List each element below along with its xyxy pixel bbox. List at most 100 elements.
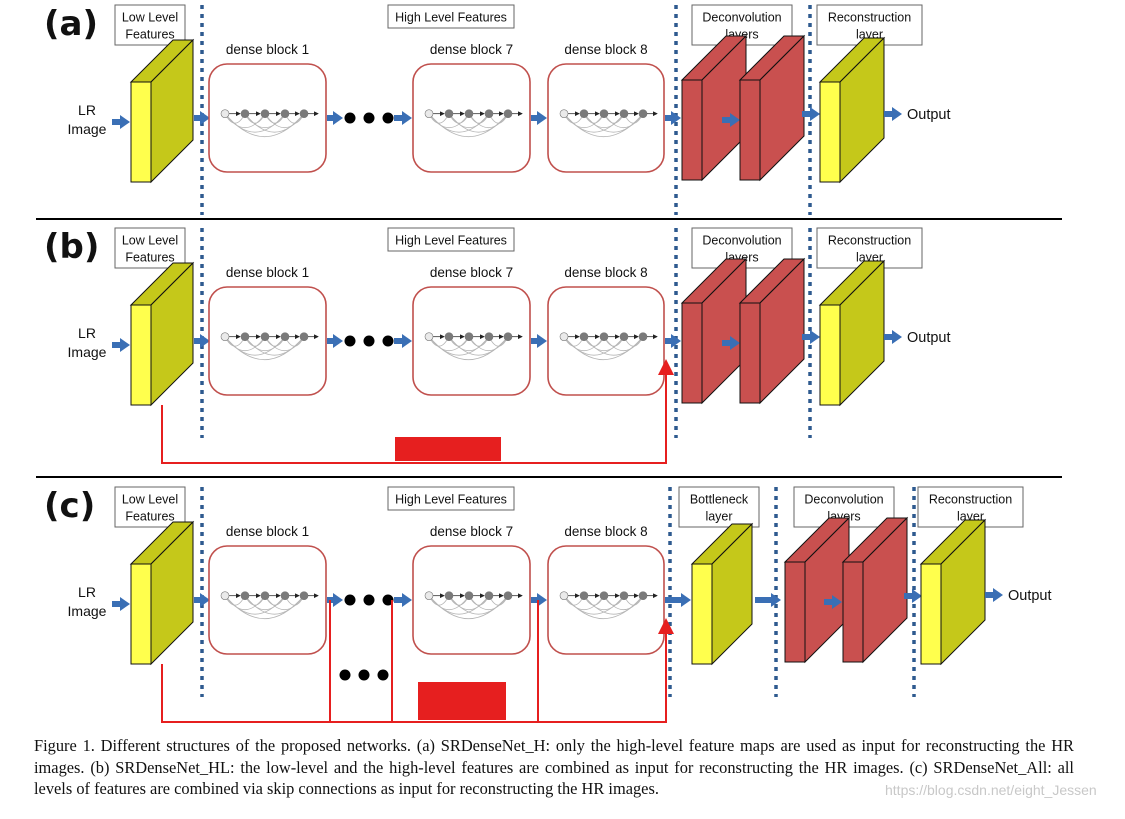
reconstruction-layer [818, 259, 886, 407]
dense-block-label: dense block 8 [564, 265, 647, 280]
network-node [464, 591, 474, 600]
block-arrow [665, 593, 691, 607]
network-node [280, 109, 290, 118]
figure-caption: Figure 1. Different structures of the pr… [34, 736, 1074, 798]
block-arrow [394, 593, 412, 607]
dense-block-7: dense block 7 [412, 42, 531, 173]
network-node [619, 332, 629, 341]
input-label: Image [68, 121, 107, 137]
input-label: LR [78, 325, 96, 341]
dense-block-label: dense block 7 [430, 42, 513, 57]
low-level-features-box-text: Low Level [122, 11, 178, 25]
deconvolution-layer-2 [841, 516, 909, 664]
low-level-features-box-text: Low Level [122, 234, 178, 248]
dense-block-8-frame [547, 286, 665, 396]
output-arrow [884, 330, 902, 344]
network-node [260, 591, 270, 600]
dense-block-label: dense block 1 [226, 42, 309, 57]
dense-block-label: dense block 8 [564, 42, 647, 57]
network-node [579, 332, 589, 341]
deconvolution-layer-1 [680, 34, 748, 182]
high-level-features-box-frame [387, 4, 515, 29]
network-node [240, 591, 250, 600]
block-arrow [531, 111, 547, 125]
dense-block-8: dense block 8 [547, 265, 665, 396]
dense-block-8-frame [547, 545, 665, 655]
network-node [638, 591, 648, 600]
reconstruction-box-text: Reconstruction [828, 234, 911, 248]
output-label: Output [907, 107, 951, 123]
ellipsis-dots [344, 335, 394, 347]
dense-block-1: dense block 1 [208, 524, 327, 655]
bottleneck-arrow [755, 593, 781, 607]
deconv-arrow [802, 107, 820, 121]
block-arrow [327, 334, 343, 348]
network-node [484, 332, 494, 341]
deconvolution-box-text: Deconvolution [702, 234, 781, 248]
deconvolution-layer-2 [738, 257, 806, 405]
network-node [579, 591, 589, 600]
dense-block-7: dense block 7 [412, 524, 531, 655]
dense-block-label: dense block 8 [564, 524, 647, 539]
deconvolution-layer-2 [738, 34, 806, 182]
skip-connection-label-bg [395, 437, 501, 461]
low-level-feature-map [129, 261, 195, 407]
input-label: LR [78, 584, 96, 600]
network-node [503, 591, 513, 600]
dense-skip-connection-path [161, 618, 674, 723]
network-node [484, 591, 494, 600]
block-arrow [394, 334, 412, 348]
deconv-arrow [802, 330, 820, 344]
network-node [464, 332, 474, 341]
bottleneck-box-frame [678, 486, 760, 528]
input-label: Image [68, 603, 107, 619]
output-label: Output [907, 330, 951, 346]
ellipsis-dots-lower [339, 669, 389, 681]
block-arrow [394, 111, 412, 125]
network-node [503, 332, 513, 341]
network-node [599, 109, 609, 118]
network-node [260, 109, 270, 118]
bottleneck-layer [690, 522, 754, 666]
low-level-features-box-frame [114, 4, 186, 46]
network-node [299, 591, 309, 600]
deconvolution-layer-1 [783, 516, 851, 664]
low-level-features-box-frame [114, 227, 186, 269]
network-node [619, 591, 629, 600]
network-node [638, 332, 648, 341]
dense-block-8: dense block 8 [547, 42, 665, 173]
block-arrow [531, 593, 547, 607]
low-level-features-box-text: Features [125, 251, 174, 265]
input-label: LR [78, 102, 96, 118]
dense-block-8: dense block 8 [547, 524, 665, 655]
high-level-features-box: High Level Features [387, 486, 515, 511]
network-node [280, 332, 290, 341]
network-node [638, 109, 648, 118]
deconvolution-box-text: Deconvolution [804, 493, 883, 507]
dense-block-7: dense block 7 [412, 265, 531, 396]
network-node [240, 109, 250, 118]
panel-letter: (c) [44, 486, 95, 526]
network-node [220, 109, 230, 118]
low-level-feature-map [129, 38, 195, 184]
network-node [559, 591, 569, 600]
deconv-arrow [904, 589, 922, 603]
reconstruction-box-text: Reconstruction [828, 11, 911, 25]
network-node [299, 332, 309, 341]
dense-block-label: dense block 7 [430, 265, 513, 280]
network-node [444, 591, 454, 600]
high-level-features-box-text: High Level Features [395, 493, 507, 507]
network-node [299, 109, 309, 118]
high-level-features-box: High Level Features [387, 227, 515, 252]
network-node [424, 591, 434, 600]
deconv-arrow [824, 595, 842, 609]
input-label: Image [68, 344, 107, 360]
network-node [260, 332, 270, 341]
deconvolution-layer-1 [680, 257, 748, 405]
deconv-arrow [722, 336, 740, 350]
dense-block-label: dense block 7 [430, 524, 513, 539]
